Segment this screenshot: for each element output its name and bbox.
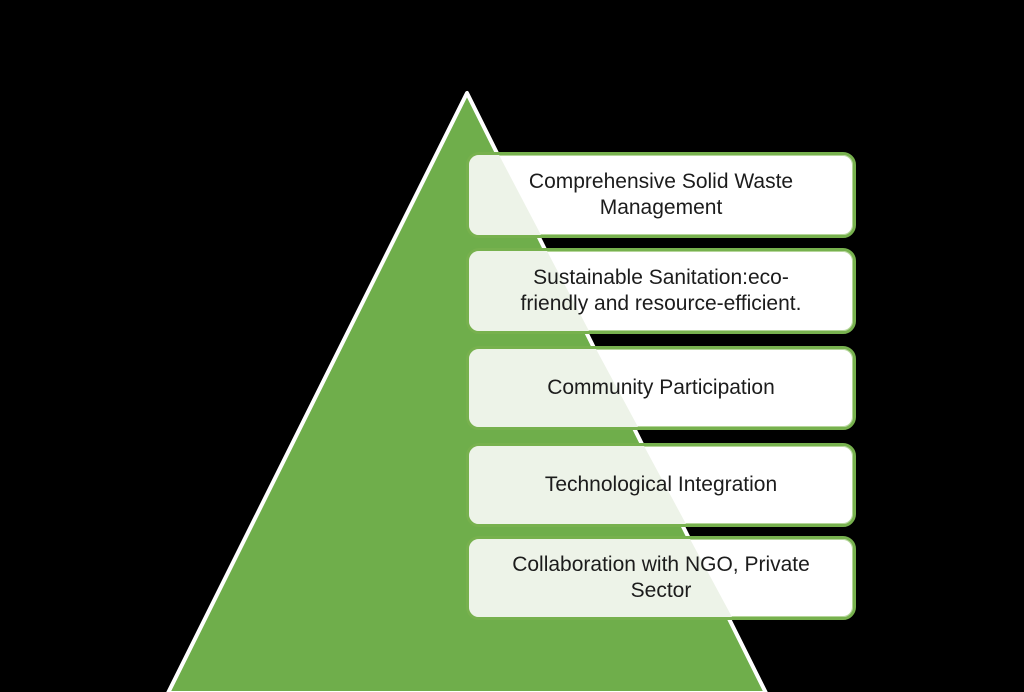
level-label: Sustainable Sanitation:eco- friendly and… (520, 265, 802, 315)
triangle-overlay-tint (469, 539, 732, 617)
level-label: Community Participation (547, 375, 775, 399)
level-box-collaboration-ngo-private: Collaboration with NGO, Private Sector (466, 536, 856, 620)
level-box-technological-integration: Technological Integration (466, 443, 856, 527)
level-label: Collaboration with NGO, Private Sector (512, 552, 810, 602)
level-box-comprehensive-solid-waste: Comprehensive Solid Waste Management (466, 152, 856, 238)
level-label: Technological Integration (544, 472, 778, 496)
level-box-community-participation: Community Participation (466, 346, 856, 430)
level-label: Comprehensive Solid Waste Management (528, 169, 794, 219)
level-box-sustainable-sanitation: Sustainable Sanitation:eco- friendly and… (466, 248, 856, 334)
triangle-overlay-tint (469, 446, 686, 524)
